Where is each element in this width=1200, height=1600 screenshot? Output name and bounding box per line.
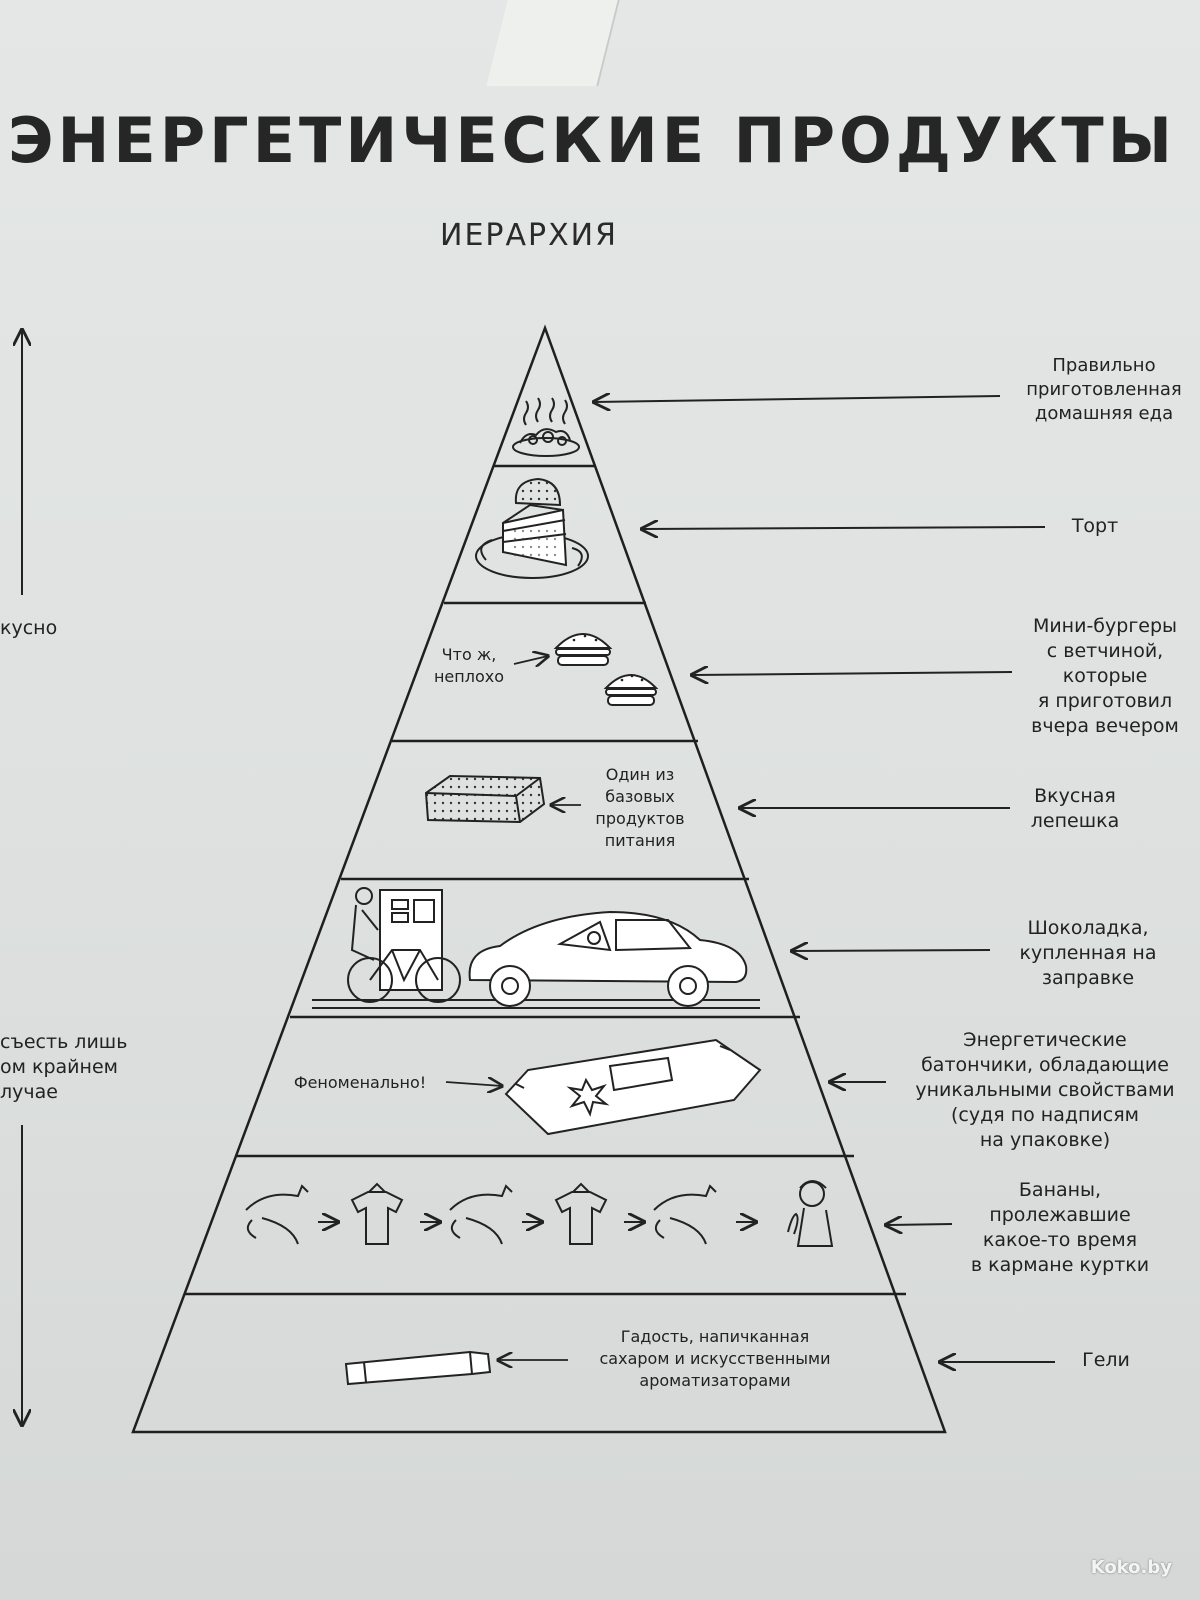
note-gel: Гадость, напичканная сахаром и искусстве… xyxy=(599,1327,831,1390)
note-energy-bar: Феноменально! xyxy=(293,1073,427,1092)
level-arrow-5 xyxy=(792,950,991,951)
page-title: ЭНЕРГЕТИЧЕСКИЕ ПРОДУКТЫ xyxy=(8,104,1176,177)
note-flatbread: Один из базовых продуктов питания xyxy=(595,765,685,850)
level-label-4: Вкусная лепешка xyxy=(1030,785,1120,832)
level-arrow-2 xyxy=(642,527,1046,529)
axis-bottom-label: съесть лишь ом крайнем лучае xyxy=(0,1031,128,1103)
note-arrow-bar xyxy=(445,1082,502,1086)
gel-tube-icon xyxy=(344,1350,492,1386)
note-arrow-burgers xyxy=(513,656,548,664)
watermark: Koko.by xyxy=(1090,1557,1172,1578)
level-arrow-3 xyxy=(692,672,1013,675)
page-subtitle: ИЕРАРХИЯ xyxy=(440,218,618,253)
cake-slice-icon xyxy=(475,477,589,579)
axis-top-label: кусно xyxy=(0,617,58,639)
level-label-7: Бананы, пролежавшие какое-то время в кар… xyxy=(970,1179,1150,1276)
energy-bar-icon xyxy=(504,1038,762,1136)
gas-station-scene-icon xyxy=(312,887,760,1009)
level-label-1: Правильно приготовленная домашняя еда xyxy=(1026,355,1182,424)
steaming-plate-icon xyxy=(512,397,580,457)
level-arrow-7 xyxy=(886,1224,953,1225)
level-label-6: Энергетические батончики, обладающие уни… xyxy=(915,1029,1175,1151)
level-label-3: Мини-бургеры с ветчиной, которые я приго… xyxy=(1031,615,1179,737)
level-label-8: Гели xyxy=(1082,1349,1130,1371)
level-label-5: Шоколадка, купленная на заправке xyxy=(1019,917,1157,989)
level-label-2: Торт xyxy=(1071,515,1119,537)
note-burgers: Что ж, неплохо xyxy=(433,645,505,686)
flatbread-icon xyxy=(424,774,546,824)
mini-burgers-icon xyxy=(553,633,659,706)
banana-sequence-icon xyxy=(245,1180,834,1247)
level-arrow-1 xyxy=(594,396,1001,402)
level-dividers xyxy=(184,464,906,1296)
